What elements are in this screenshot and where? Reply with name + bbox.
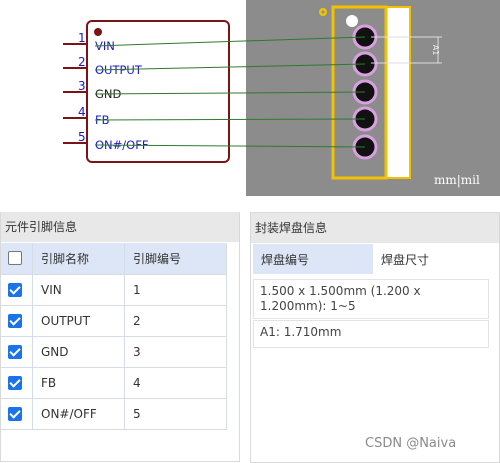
pads-panel: 封装焊盘信息 焊盘编号 焊盘尺寸 1.500 x 1.500mm (1.200 …	[250, 212, 500, 463]
pin-name-cell: GND	[33, 337, 125, 368]
row-checkbox[interactable]	[8, 314, 22, 328]
row-checkbox[interactable]	[8, 345, 22, 359]
pin-number-cell: 5	[125, 399, 227, 430]
row-checkbox[interactable]	[8, 376, 22, 390]
pin-number-3: 3	[78, 79, 86, 93]
row-select-cell	[1, 275, 33, 306]
tab-pad-number[interactable]: 焊盘编号	[253, 244, 373, 274]
ratsnest-line-3	[94, 91, 366, 95]
dimension-a1	[371, 36, 442, 64]
row-select-cell	[1, 368, 33, 399]
pin1-marker-dot	[94, 28, 102, 36]
pin-number-cell: 4	[125, 368, 227, 399]
units-label[interactable]: mm|mil	[434, 173, 480, 187]
pin-number-1: 1	[78, 31, 86, 45]
pin-number-cell: 1	[125, 275, 227, 306]
pads-panel-title: 封装焊盘信息	[251, 213, 499, 243]
pin1-indicator	[346, 15, 358, 27]
tab-pad-size[interactable]: 焊盘尺寸	[373, 244, 491, 274]
pin-number-cell: 3	[125, 337, 227, 368]
row-select-cell	[1, 306, 33, 337]
pin-name-cell: ON#/OFF	[33, 399, 125, 430]
select-all-cell	[1, 243, 33, 275]
ratsnest-line-5	[94, 144, 366, 148]
pin-number-4: 4	[78, 105, 86, 119]
pins-panel-title: 元件引脚信息	[1, 212, 239, 242]
row-checkbox[interactable]	[8, 283, 22, 297]
dimension-info: A1: 1.710mm	[253, 320, 489, 348]
courtyard-outline	[385, 6, 411, 179]
pin-name-cell: OUTPUT	[33, 306, 125, 337]
pin-name-cell: FB	[33, 368, 125, 399]
origin-marker-core	[321, 10, 325, 14]
pin-name-2: OUTPUT	[95, 63, 143, 77]
pad-size-info: 1.500 x 1.500mm (1.200 x 1.200mm): 1~5	[253, 279, 489, 319]
watermark: CSDN @Naiva	[365, 436, 457, 451]
row-checkbox[interactable]	[8, 407, 22, 421]
pin-number-5: 5	[78, 130, 86, 144]
dimension-label: A1	[431, 45, 440, 56]
ratsnest-line-2	[94, 63, 366, 71]
ratsnest-line-4	[94, 118, 366, 121]
pin-number-2: 2	[78, 55, 86, 69]
pin-name-cell: VIN	[33, 275, 125, 306]
row-select-cell	[1, 399, 33, 430]
ratsnest-lines	[94, 36, 366, 148]
select-all-checkbox[interactable]	[8, 251, 22, 265]
col-header-pin-number[interactable]: 引脚编号	[125, 243, 227, 275]
ratsnest-line-1	[94, 36, 366, 47]
pin-number-cell: 2	[125, 306, 227, 337]
row-select-cell	[1, 337, 33, 368]
col-header-pin-name[interactable]: 引脚名称	[33, 243, 125, 275]
